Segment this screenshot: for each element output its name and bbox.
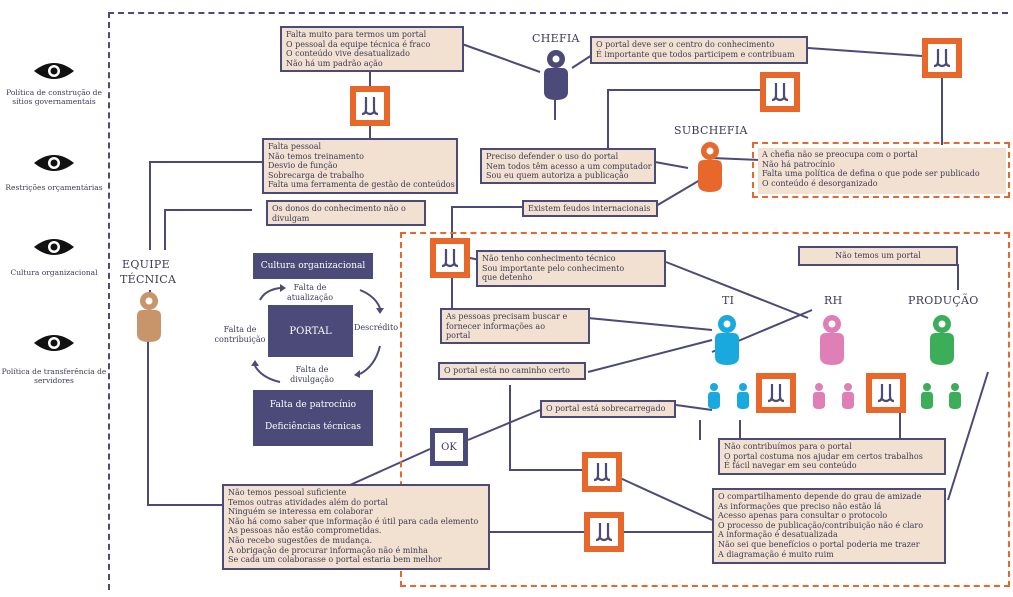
cycle-bottom-block: Falta de patrocínio Deficiências técnica… <box>253 390 373 446</box>
producao-title: PRODUÇÃO <box>908 294 979 307</box>
subchefia-title: SUBCHEFIA <box>674 124 748 137</box>
producao-small-person-icon <box>920 382 934 414</box>
rh-person-icon <box>817 313 847 371</box>
cycle-arrows <box>251 284 384 383</box>
subchefia-box-frame <box>752 142 1010 198</box>
rh-small-person-icon <box>812 382 826 414</box>
ok-marker: OK <box>430 428 468 466</box>
eye-icon <box>33 236 75 262</box>
blocker-icon <box>756 373 796 413</box>
subchefia-person-icon <box>695 140 725 198</box>
chefia-person-icon <box>541 48 571 106</box>
eye-icon <box>33 332 75 358</box>
rh-title: RH <box>824 294 843 307</box>
producao-small-person-icon <box>948 382 962 414</box>
sidebar-item-label: Política de construção de sítios governa… <box>6 88 102 106</box>
equipe-tecnica-title-2: TÉCNICA <box>120 273 177 286</box>
blocker-icon <box>922 38 962 78</box>
ti-person-icon <box>712 313 742 371</box>
sidebar-item-label: Política de transferência de servidores <box>1 367 107 385</box>
blocker-icon <box>866 373 906 413</box>
equipe-tecnica-title-1: EQUIPE <box>122 258 170 271</box>
blocker-icon <box>350 86 390 126</box>
chefia-right-box: O portal deve ser o centro do conhecimen… <box>590 36 808 64</box>
blocker-icon <box>584 512 624 552</box>
sidebar-item-label: Restrições orçamentárias <box>5 183 103 192</box>
sobrecarregado-box: O portal está sobrecarregado <box>540 400 676 418</box>
cycle-label-right: Descrédito <box>354 323 399 332</box>
blocker-icon <box>430 238 470 278</box>
compartilhamento-box: O compartilhamento depende do grau de am… <box>712 488 946 564</box>
feudos-box: Existem feudos internacionais <box>522 200 658 217</box>
cycle-culture-block: Cultura organizacional <box>253 253 373 279</box>
cycle-portal-center: PORTAL <box>268 305 353 357</box>
ok-label: OK <box>435 433 463 461</box>
producao-person-icon <box>927 313 957 371</box>
rh-small-person-icon <box>841 382 855 414</box>
ti-small-person-icon <box>707 382 721 414</box>
ti-title: TI <box>722 294 735 307</box>
sidebar-item-label: Cultura organizacional <box>10 268 98 277</box>
chefia-title: CHEFIA <box>532 32 580 45</box>
eye-icon <box>33 152 75 178</box>
left-dashed-border <box>108 12 110 590</box>
cycle-bottom-label-2: Deficiências técnicas <box>264 422 362 432</box>
caminho-box: O portal está no caminho certo <box>438 362 586 380</box>
equipe-tecnica-person-icon <box>134 290 164 348</box>
ti-small-person-icon <box>736 382 750 414</box>
nao-temos-box: Não temos um portal <box>798 246 958 266</box>
cycle-bottom-label-1: Falta de patrocínio <box>269 400 357 410</box>
stakeholder-frame <box>400 232 1010 587</box>
blocker-icon <box>582 452 622 492</box>
eye-icon <box>33 60 75 86</box>
top-dashed-border <box>108 12 1008 14</box>
blocker-icon <box>760 72 800 112</box>
